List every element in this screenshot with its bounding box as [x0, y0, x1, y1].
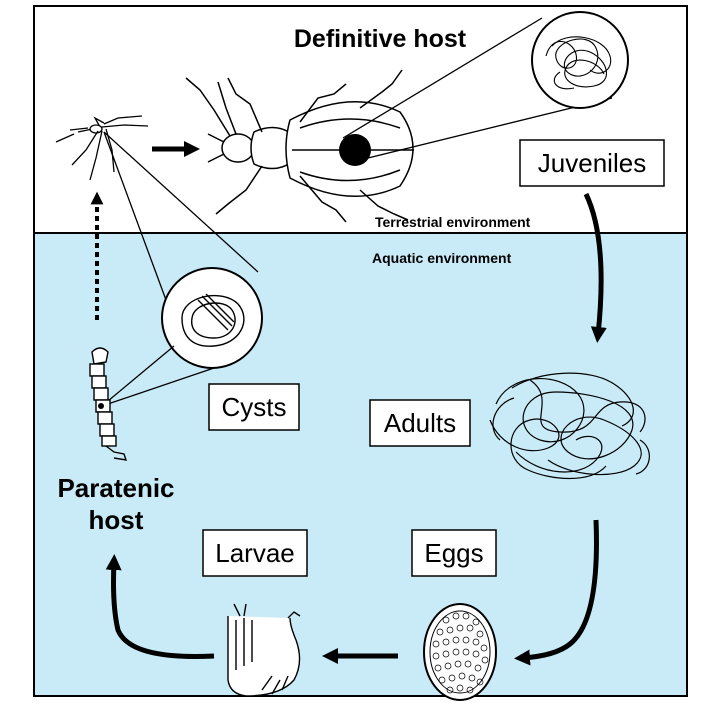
- chironomid-larva-icon: [89, 347, 128, 461]
- adult-worms-icon: [489, 372, 650, 480]
- paratenic-host-label-line1: Paratenic: [57, 473, 174, 503]
- arrow-juveniles-to-adults: [583, 192, 607, 343]
- beetle-parasite-spot: [339, 134, 371, 166]
- juveniles-label: Juveniles: [538, 148, 646, 178]
- juvenile-worm-icon: [545, 36, 612, 90]
- cyst-inset: [161, 267, 263, 369]
- cyst-icon: [181, 293, 245, 347]
- egg-icon: [423, 603, 497, 701]
- arrow-larvae-to-paratenic-host: [105, 554, 215, 659]
- larvae-label: Larvae: [215, 538, 295, 568]
- paratenic-host-label-line2: host: [89, 505, 144, 535]
- aquatic-environment-label: Aquatic environment: [372, 250, 512, 266]
- eggs-box: [411, 529, 497, 577]
- definitive-host-title: Definitive host: [294, 25, 467, 53]
- mosquito-icon: [55, 115, 149, 181]
- juveniles-box: [519, 139, 665, 187]
- larva-icon: [227, 603, 301, 697]
- aquatic-region: [33, 232, 688, 697]
- cysts-box: [208, 383, 300, 431]
- eggs-label: Eggs: [424, 538, 483, 568]
- terrestrial-environment-label: Terrestrial environment: [375, 214, 531, 230]
- larva-cyst-spot: [98, 403, 104, 409]
- adults-label: Adults: [384, 408, 456, 438]
- arrow-adults-to-eggs: [514, 519, 599, 666]
- adults-box: [369, 399, 471, 447]
- larvae-box: [202, 529, 308, 577]
- cysts-label: Cysts: [222, 392, 287, 422]
